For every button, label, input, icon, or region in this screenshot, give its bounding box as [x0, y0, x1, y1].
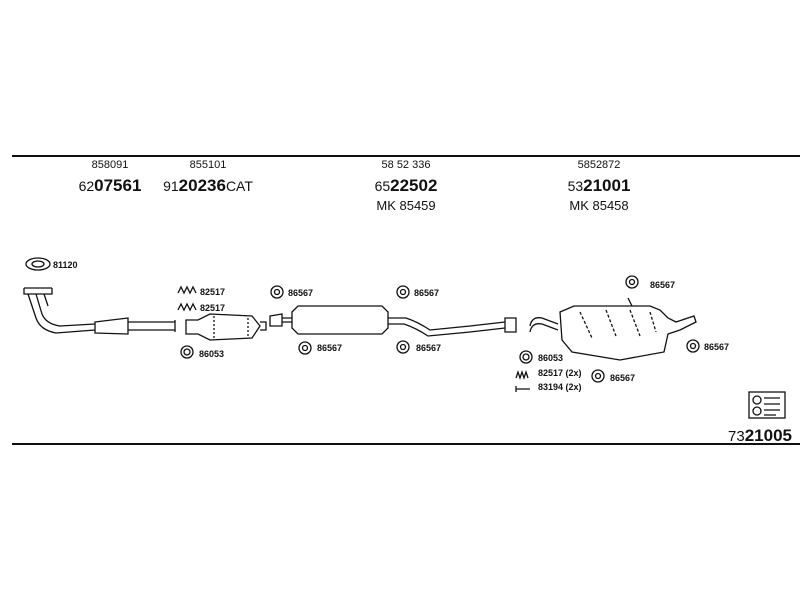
ref-number: 5852872: [577, 159, 621, 171]
catalytic-converter-drawing: [185, 313, 267, 341]
hanger-icons-rear: [591, 275, 700, 383]
clamp-icon: [515, 369, 529, 381]
ref-number: 858091: [91, 159, 129, 171]
rear-silencer-drawing: [529, 297, 697, 361]
bolt-icon: [515, 386, 530, 392]
mounting-kit-number: MK 85459: [376, 198, 436, 213]
label-clamp: 82517: [200, 287, 226, 297]
part-header-rear-silencer: 5852872 5321001 MK 85458: [567, 159, 631, 213]
gasket-icon: [25, 257, 51, 271]
label-ring: 86053: [538, 353, 564, 363]
label-hanger: 86567: [414, 288, 440, 298]
label-hanger: 86567: [288, 288, 314, 298]
ring-icon: [180, 345, 194, 359]
label-clamp: 82517: [200, 303, 226, 313]
part-header-front-pipe: 858091 6207561: [78, 159, 142, 195]
ring-icon: [519, 350, 533, 364]
bottom-divider: [12, 443, 800, 445]
label-bolt: 83194 (2x): [538, 382, 582, 392]
label-ring: 86053: [199, 349, 225, 359]
label-hanger: 86567: [610, 373, 636, 383]
part-number: 9120236CAT: [163, 176, 253, 195]
catalog-icon: [748, 391, 786, 419]
label-hanger: 86567: [317, 343, 343, 353]
part-number: 5321001: [567, 176, 631, 195]
ref-number: 855101: [189, 159, 227, 171]
middle-silencer-drawing: [269, 305, 517, 337]
label-hanger: 86567: [704, 342, 730, 352]
label-gasket: 81120: [53, 260, 78, 270]
mounting-kit-number: MK 85458: [569, 198, 629, 213]
clamp-icon: [177, 285, 197, 312]
part-number: 6522502: [374, 176, 438, 195]
label-clamp: 82517 (2x): [538, 368, 582, 378]
ref-number: 58 52 336: [381, 159, 431, 171]
catalog-number: 7321005: [728, 426, 792, 445]
front-pipe-drawing: [23, 287, 176, 335]
top-divider: [12, 155, 800, 157]
part-number: 6207561: [78, 176, 142, 195]
part-header-catalytic-converter: 855101 9120236CAT: [163, 159, 253, 195]
hanger-icons-middle: [270, 285, 410, 355]
part-header-middle-silencer: 58 52 336 6522502 MK 85459: [374, 159, 438, 213]
label-hanger: 86567: [416, 343, 442, 353]
label-hanger: 86567: [650, 280, 676, 290]
